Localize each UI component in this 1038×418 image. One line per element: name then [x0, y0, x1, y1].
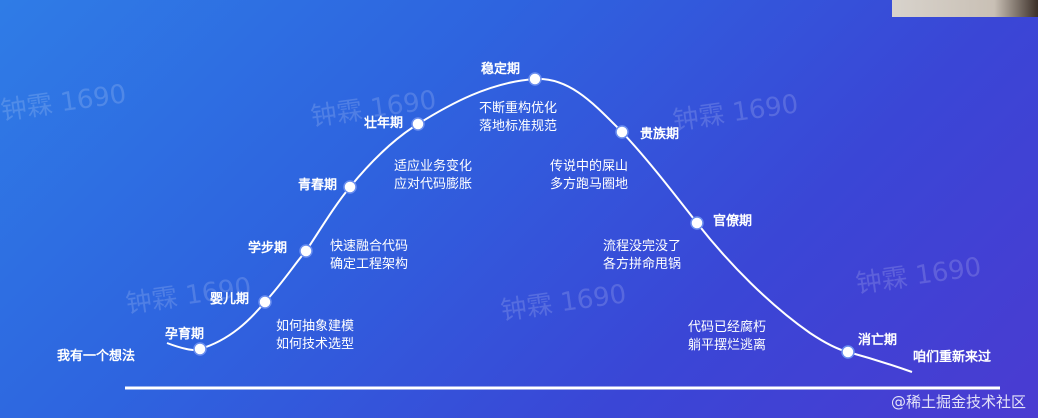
annotation-process: 流程没完没了 各方拼命甩锅: [603, 238, 681, 274]
stage-label-stable: 稳定期: [481, 62, 521, 77]
annotation-line: 落地标准规范: [479, 119, 558, 134]
stage-label-youth: 青春期: [298, 178, 338, 193]
annotation-line: 如何技术选型: [276, 337, 355, 352]
stage-label-bureaucracy: 官僚期: [713, 214, 753, 229]
annotation-line: 适应业务变化: [394, 159, 473, 174]
annotation-fast: 快速融合代码 确定工程架构: [330, 238, 408, 274]
stage-label-death: 消亡期: [858, 333, 898, 348]
annotation-line: 代码已经腐朽: [688, 320, 767, 335]
annotation-refactor: 不断重构优化 落地标准规范: [479, 100, 557, 136]
annotation-abstract: 如何抽象建模 如何技术选型: [276, 318, 354, 354]
stage-point-toddler: [299, 244, 313, 258]
annotation-line: 如何抽象建模: [276, 319, 355, 334]
stage-label-aristocracy: 贵族期: [640, 127, 680, 142]
stage-point-pregnancy: [193, 342, 207, 356]
annotation-adapt: 适应业务变化 应对代码膨胀: [394, 158, 472, 194]
annotation-line: 流程没完没了: [603, 239, 682, 254]
annotation-line: 躺平摆烂逃离: [688, 338, 767, 353]
stage-label-toddler: 学步期: [248, 241, 288, 256]
annotation-line: 传说中的屎山: [550, 159, 629, 174]
stage-point-bureaucracy: [690, 216, 704, 230]
stage-point-aristocracy: [615, 125, 629, 139]
stage-point-death: [841, 345, 855, 359]
stage-point-youth: [343, 180, 357, 194]
stage-point-stable: [528, 72, 542, 86]
annotation-line: 确定工程架构: [330, 257, 409, 272]
camera-overlay: [892, 0, 1038, 17]
annotation-line: 快速融合代码: [330, 239, 409, 254]
stage-label-infant: 婴儿期: [210, 292, 250, 307]
site-credit: @稀土掘金技术社区: [890, 393, 1026, 411]
stage-label-pregnancy: 孕育期: [165, 327, 205, 342]
annotation-line: 多方跑马圈地: [550, 177, 629, 192]
annotation-rot: 代码已经腐朽 躺平摆烂逃离: [688, 319, 766, 355]
annotation-legend: 传说中的屎山 多方跑马圈地: [550, 158, 628, 194]
stage-label-idea: 我有一个想法: [57, 349, 136, 364]
stage-label-restart: 咱们重新来过: [913, 350, 992, 365]
stage-point-prime: [411, 117, 425, 131]
annotation-line: 各方拼命甩锅: [603, 257, 682, 272]
stage-point-infant: [258, 295, 272, 309]
stage-label-prime: 壮年期: [364, 116, 404, 131]
annotation-line: 不断重构优化: [479, 101, 558, 116]
annotation-line: 应对代码膨胀: [394, 177, 473, 192]
